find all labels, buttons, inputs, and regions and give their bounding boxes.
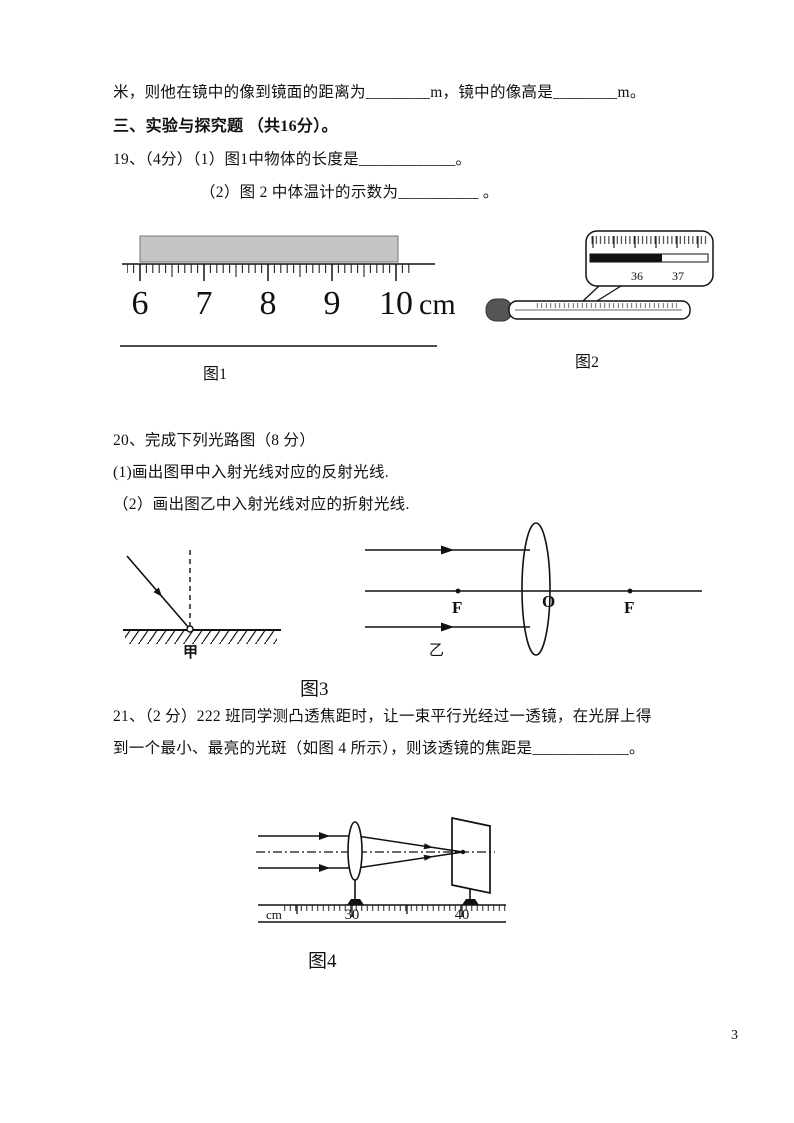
refracted-ray-bottom (356, 851, 464, 869)
question-20-stem: 20、完成下列光路图（8 分） (113, 432, 316, 449)
callout-fine-ticks (590, 236, 708, 245)
convex-lens (347, 821, 363, 881)
ruler-label-10: 10 (379, 285, 413, 322)
convex-lens (521, 522, 551, 656)
figure-4-caption: 图4 (308, 951, 337, 972)
callout-long-ticks (592, 236, 699, 248)
figure-3-jia-reflection-diagram: 甲 (123, 550, 281, 661)
thermometer-scale-ticks (535, 303, 677, 309)
figure-2-caption: 图2 (575, 354, 600, 371)
figure-1-caption: 图1 (203, 366, 228, 383)
callout-label-37: 37 (672, 269, 684, 283)
callout-label-36: 36 (631, 269, 643, 283)
incidence-point (186, 625, 194, 633)
figure-2-thermometer-diagram: 36 37 (485, 230, 714, 322)
measured-object-bar (139, 235, 399, 263)
parallel-ray-bottom-arrowhead (319, 864, 330, 872)
ruler-label-7: 7 (196, 285, 213, 322)
q18-continuation-line: 米，则他在镜中的像到镜面的距离为________m，镜中的像高是________… (113, 84, 646, 101)
top-ray-arrowhead (441, 545, 454, 555)
question-20-sub1: (1)画出图甲中入射光线对应的反射光线. (113, 464, 389, 481)
question-21-line2: 到一个最小、最亮的光斑（如图 4 所示），则该透镜的焦距是___________… (113, 740, 645, 757)
mirror-hatching (125, 631, 277, 644)
focus-point-left (455, 588, 461, 594)
question-21-line1: 21、（2 分）222 班同学测凸透焦距时，让一束平行光经过一透镜，在光屏上得 (113, 708, 652, 725)
figure-1-ruler-diagram: 6 7 8 9 10 cm (120, 235, 456, 347)
ruler-minor-ticks (127, 264, 411, 282)
callout-tail (582, 285, 622, 302)
ruler-major-ticks (139, 264, 397, 281)
optical-center-label: O (542, 592, 555, 611)
ruler-label-8: 8 (260, 285, 277, 322)
focus-right-label: F (624, 598, 634, 617)
page-number: 3 (731, 1028, 738, 1043)
question-20-sub2: （2）画出图乙中入射光线对应的折射光线. (113, 496, 410, 513)
diagram-yi-label: 乙 (429, 643, 444, 659)
mercury-column (590, 254, 662, 262)
screen-stand-base (462, 899, 479, 905)
question-19-stem: 19、（4分）（1）图1中物体的长度是____________。 (113, 151, 472, 168)
focal-spot (460, 849, 466, 855)
diagram-jia-label: 甲 (183, 644, 198, 661)
bench-minor-ticks (282, 905, 506, 912)
ruler-label-9: 9 (324, 285, 341, 322)
bench-label-30: 30 (345, 907, 360, 923)
refracted-ray-top (356, 835, 464, 853)
figure-4-focal-length-diagram: cm 30 40 (256, 816, 506, 923)
incident-ray-arrowhead (153, 587, 162, 597)
light-screen (451, 816, 491, 895)
refracted-ray-bottom-arrowhead (423, 854, 433, 861)
question-19-part2: （2）图 2 中体温计的示数为__________ 。 (200, 184, 499, 201)
bottom-ray-arrowhead (441, 622, 454, 632)
bench-unit-label: cm (266, 907, 282, 922)
mercury-channel-outline (589, 253, 709, 263)
section-heading: 三、实验与探究题 （共16分）。 (113, 118, 338, 135)
figure-3-yi-lens-diagram: F O F 乙 (365, 522, 702, 659)
ruler-unit-label: cm (419, 288, 456, 321)
bench-label-40: 40 (455, 907, 470, 923)
parallel-ray-top-arrowhead (319, 832, 330, 840)
figure-3-caption: 图3 (300, 679, 329, 700)
thermometer-bulb (485, 298, 513, 322)
bench-major-ticks (296, 905, 463, 917)
ruler-label-6: 6 (132, 285, 149, 322)
focus-point-right (627, 588, 633, 594)
refracted-ray-top-arrowhead (423, 843, 433, 850)
focus-left-label: F (452, 598, 462, 617)
lens-stand-base (347, 899, 364, 905)
